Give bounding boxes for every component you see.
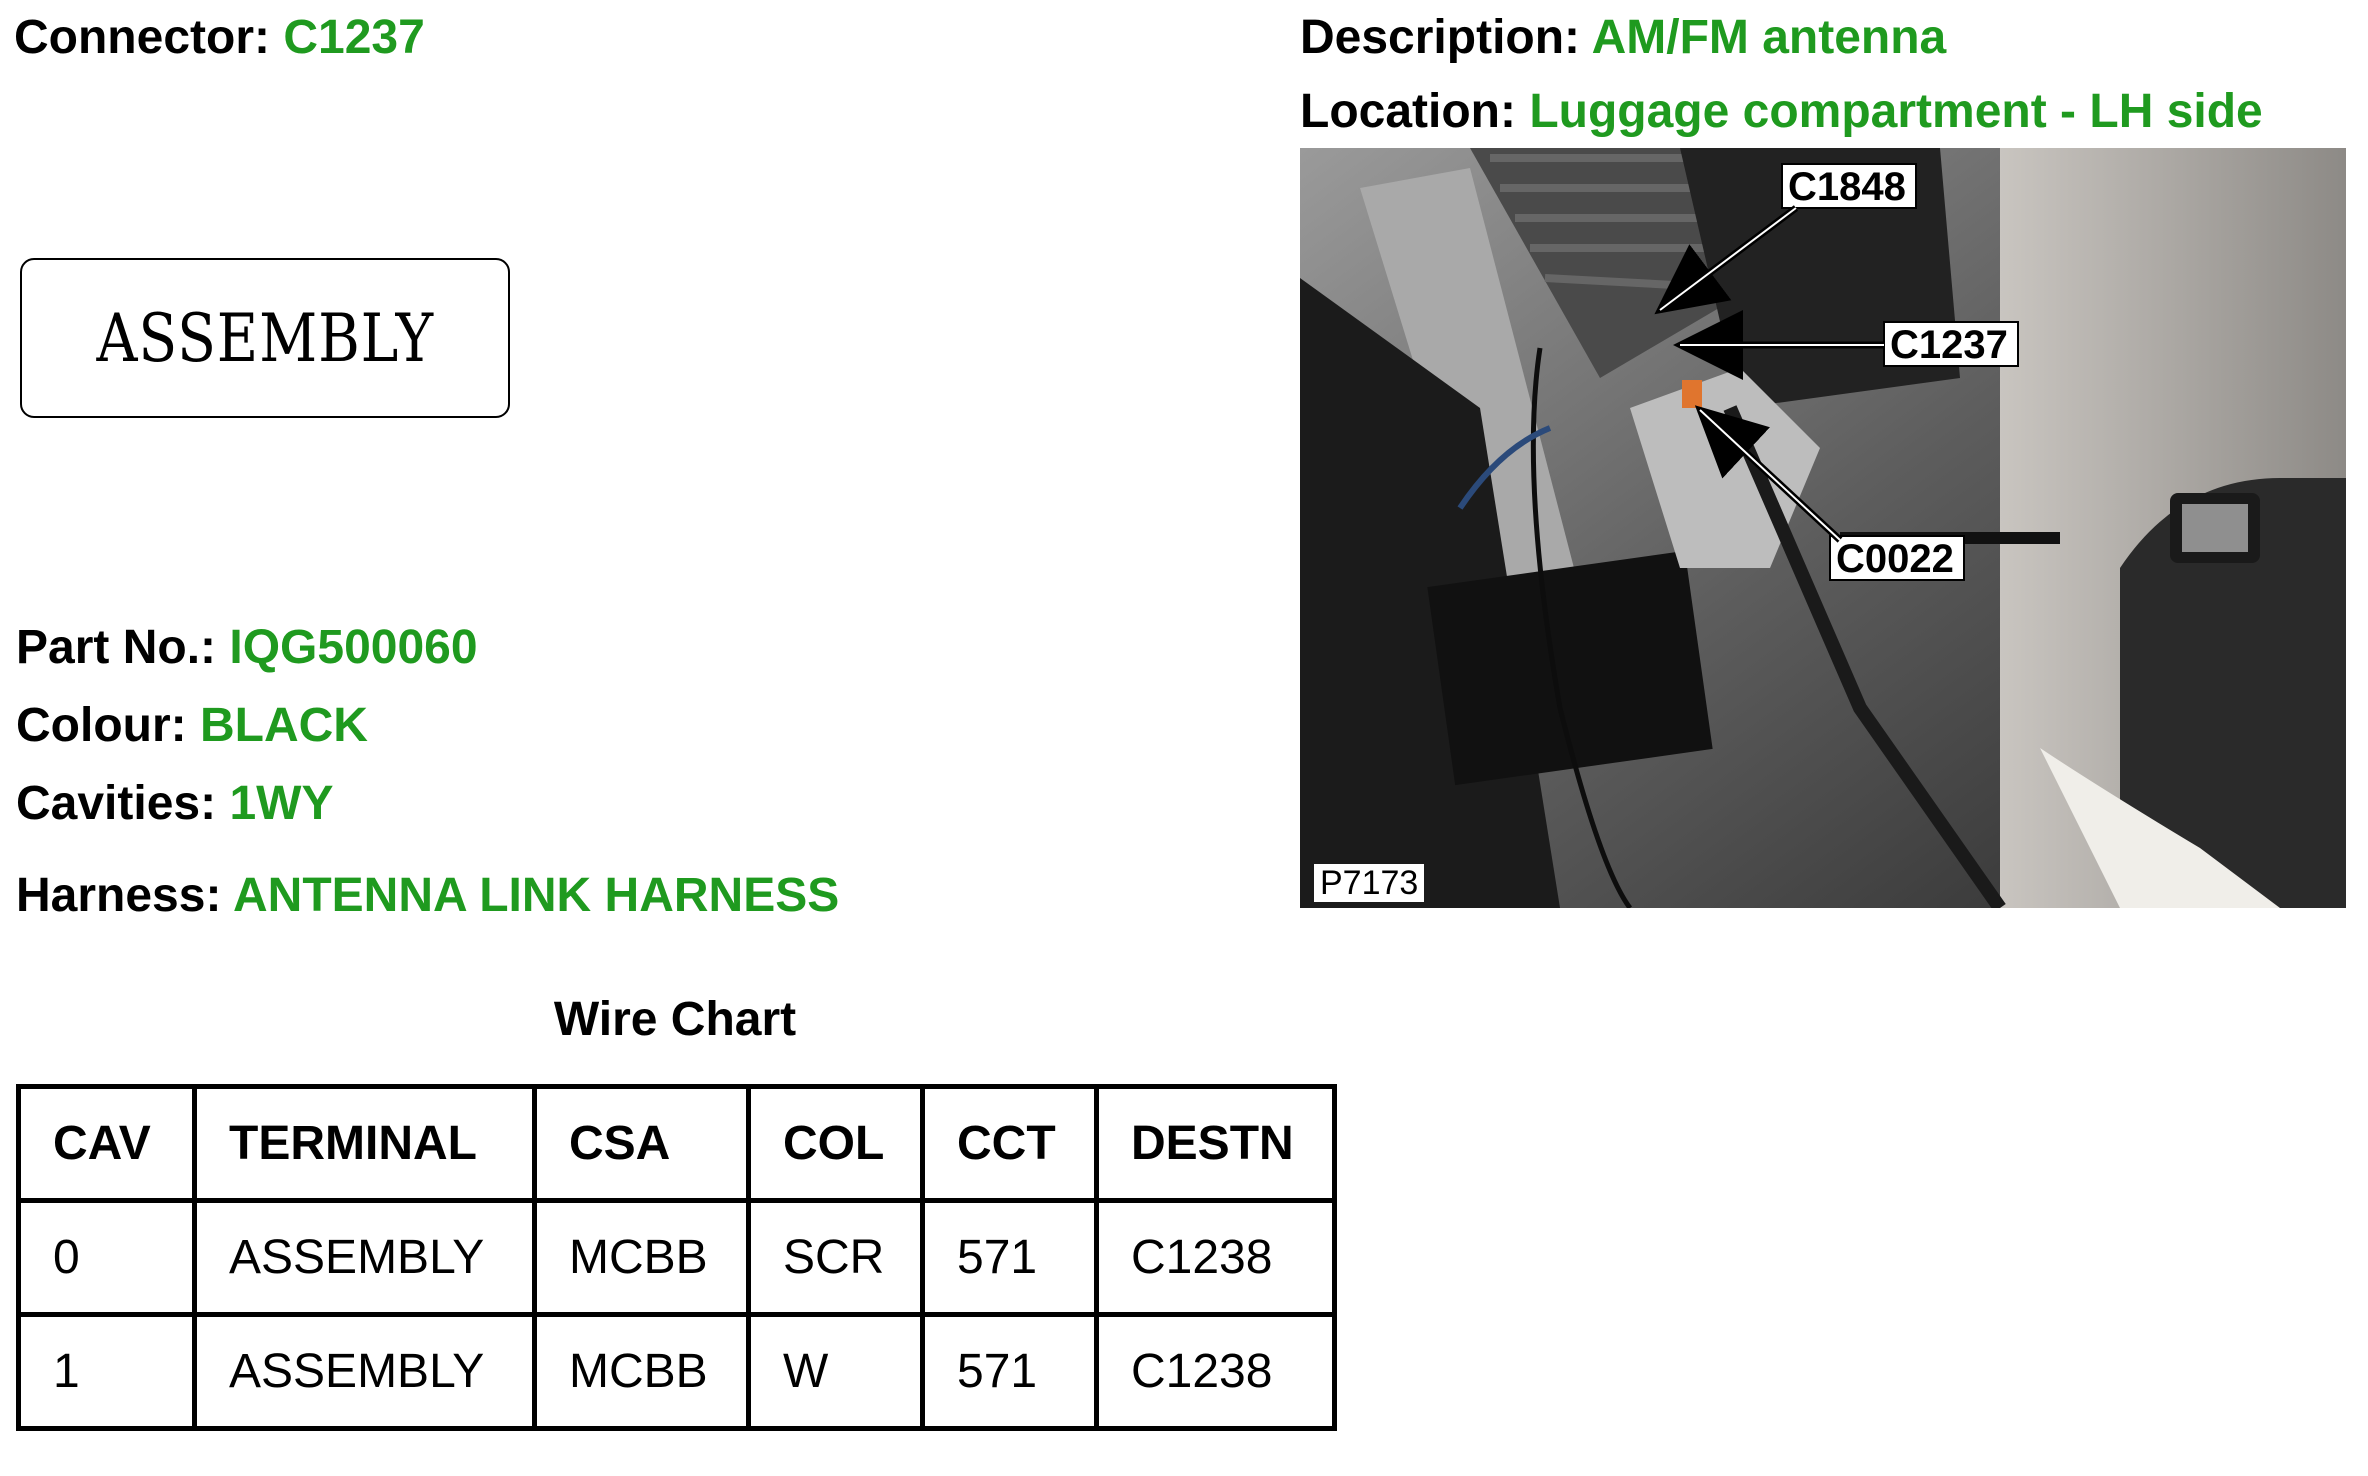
- table-row: 1 ASSEMBLY MCBB W 571 C1238: [16, 1312, 1337, 1431]
- colour-value: BLACK: [199, 699, 368, 752]
- connector-assembly-diagram: ASSEMBLY: [20, 258, 510, 418]
- cell-terminal: ASSEMBLY: [192, 1312, 537, 1431]
- connector-location-photo: C1848 C1237 C0022 P7173: [1300, 148, 2346, 908]
- cell-cav: 1: [16, 1312, 197, 1431]
- location-field: Location: Luggage compartment - LH side: [1300, 88, 2263, 136]
- header-csa: CSA: [532, 1084, 751, 1203]
- description-field: Description: AM/FM antenna: [1300, 14, 1946, 62]
- colour-label: Colour:: [16, 699, 187, 752]
- part-number-field: Part No.: IQG500060: [16, 624, 478, 672]
- cell-cct: 571: [920, 1198, 1099, 1317]
- cell-cct: 571: [920, 1312, 1099, 1431]
- cell-destn: C1238: [1094, 1198, 1337, 1317]
- cavities-value: 1WY: [229, 777, 334, 830]
- cell-cav: 0: [16, 1198, 197, 1317]
- harness-value: ANTENNA LINK HARNESS: [233, 869, 840, 922]
- cell-csa: MCBB: [532, 1198, 751, 1317]
- cell-destn: C1238: [1094, 1312, 1337, 1431]
- part-number-label: Part No.:: [16, 621, 217, 674]
- photo-id-label: P7173: [1314, 864, 1425, 902]
- cell-col: W: [746, 1312, 925, 1431]
- header-col: COL: [746, 1084, 925, 1203]
- harness-label: Harness:: [16, 869, 222, 922]
- table-row: 0 ASSEMBLY MCBB SCR 571 C1238: [16, 1198, 1337, 1317]
- harness-field: Harness: ANTENNA LINK HARNESS: [16, 872, 839, 920]
- location-value: Luggage compartment - LH side: [1529, 85, 2263, 138]
- wire-chart-title: Wire Chart: [553, 993, 797, 1046]
- connector-field: Connector: C1237: [14, 14, 425, 62]
- location-label: Location:: [1300, 85, 1516, 138]
- cell-csa: MCBB: [532, 1312, 751, 1431]
- header-terminal: TERMINAL: [192, 1084, 537, 1203]
- description-label: Description:: [1300, 11, 1581, 64]
- callout-c1237: C1237: [1890, 323, 2008, 367]
- colour-field: Colour: BLACK: [16, 702, 368, 750]
- connector-value: C1237: [283, 11, 425, 64]
- description-value: AM/FM antenna: [1591, 11, 1947, 64]
- part-number-value: IQG500060: [229, 621, 478, 674]
- wire-chart-table: CAV TERMINAL CSA COL CCT DESTN 0 ASSEMBL…: [16, 1084, 1337, 1431]
- photo-illustration: C1848 C1237 C0022: [1300, 148, 2346, 908]
- header-cct: CCT: [920, 1084, 1099, 1203]
- header-cav: CAV: [16, 1084, 197, 1203]
- cavities-field: Cavities: 1WY: [16, 780, 333, 828]
- connector-label: Connector:: [14, 11, 270, 64]
- cell-col: SCR: [746, 1198, 925, 1317]
- cell-terminal: ASSEMBLY: [192, 1198, 537, 1317]
- assembly-label: ASSEMBLY: [96, 299, 434, 377]
- header-destn: DESTN: [1094, 1084, 1337, 1203]
- callout-c0022: C0022: [1836, 537, 1954, 581]
- callout-c1848: C1848: [1788, 165, 1906, 209]
- cavities-label: Cavities:: [16, 777, 217, 830]
- wire-chart-header-row: CAV TERMINAL CSA COL CCT DESTN: [16, 1084, 1337, 1203]
